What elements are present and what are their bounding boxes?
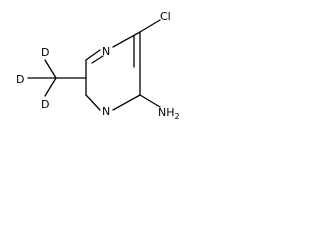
ring-nitrogen-bottom-label: N	[102, 105, 110, 118]
amine-subscript-text: 2	[175, 112, 180, 121]
ring-nitrogen-top-label: N	[102, 45, 110, 58]
bond-n3-c2	[85, 94, 101, 111]
bond-c4-n3	[112, 94, 141, 111]
amine-label: NH2	[158, 106, 180, 121]
bond-c-d-top	[44, 59, 57, 79]
deuterium-left-label: D	[16, 73, 24, 86]
bond-c-d-bottom	[44, 77, 57, 97]
chlorine-label: Cl	[160, 10, 171, 23]
deuterium-bottom-label: D	[41, 98, 49, 111]
deuterium-top-label: D	[41, 46, 49, 59]
structure-canvas: Cl N N NH2 D D D	[0, 0, 190, 157]
molecule-structure: Cl N N NH2 D D D	[16, 10, 180, 121]
bond-c6-cl	[139, 19, 161, 33]
bond-n1-c6	[112, 31, 141, 48]
bond-c2-n1-inner	[91, 55, 104, 64]
amine-nh-text: NH	[158, 106, 175, 119]
bond-c2-n1-outer	[85, 49, 101, 61]
bond-c4-n-amine	[139, 94, 161, 108]
